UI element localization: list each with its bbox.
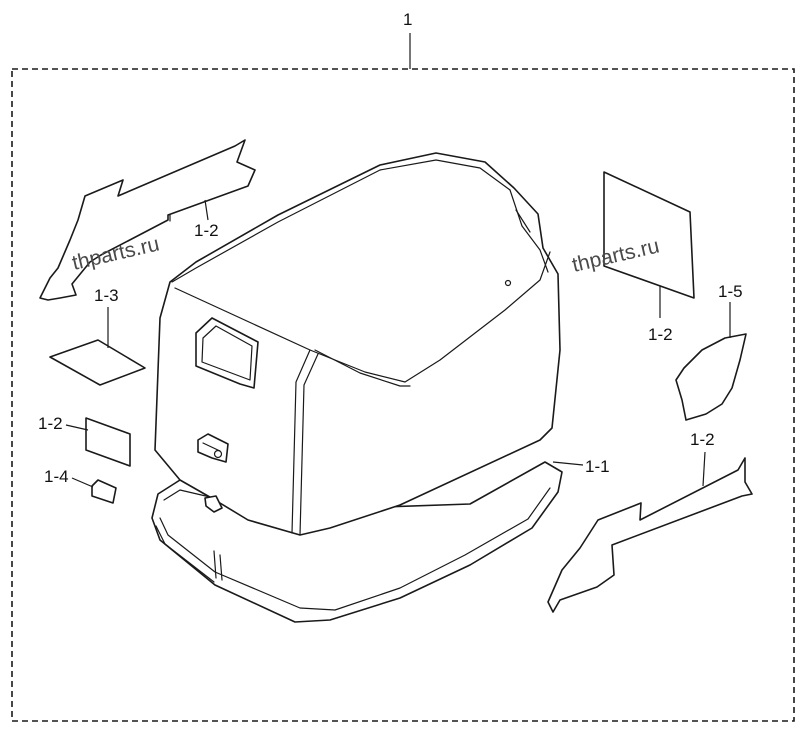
label-1-4-leader [71, 477, 94, 488]
engine-top-cowling [154, 152, 561, 536]
plate-1-5 [675, 333, 747, 421]
label-1-5: 1-5 [718, 282, 743, 301]
assembly-label: 1 [403, 10, 412, 29]
decal-left-small-leader [65, 424, 89, 431]
assembly-dashed-frame [11, 68, 795, 722]
label-1-3: 1-3 [94, 286, 119, 305]
decal-left-upper-label: 1-2 [194, 221, 219, 240]
cowling-latch [197, 433, 229, 463]
cowling-rear-hook [204, 495, 223, 513]
decal-right-lower-leader [702, 451, 706, 487]
decal-right-lower [547, 457, 753, 613]
decal-right-upper-label: 1-2 [648, 325, 673, 344]
gasket-leader [552, 461, 584, 466]
decal-left-upper [39, 139, 256, 301]
decal-left-small [85, 417, 131, 467]
decal-left-small-label: 1-2 [38, 414, 63, 433]
decal-left-upper-leader [204, 199, 209, 221]
decal-right-lower-label: 1-2 [690, 430, 715, 449]
label-1-4: 1-4 [44, 467, 69, 486]
label-sticker-1-3 [49, 339, 146, 386]
cowling-intake-window [195, 317, 259, 389]
gasket-label: 1-1 [585, 457, 610, 476]
plate-1-4 [91, 479, 117, 504]
decal-right-upper [603, 171, 695, 299]
